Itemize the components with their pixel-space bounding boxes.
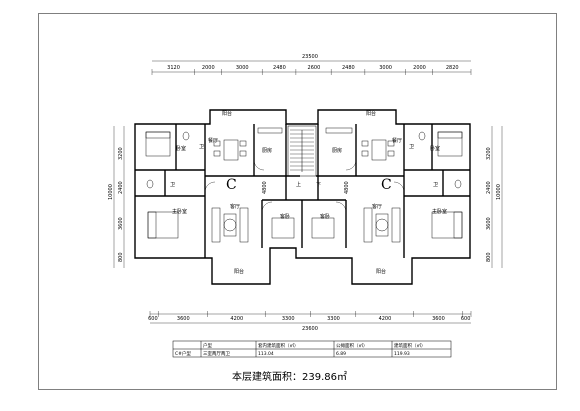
top-dim-segment-label: 2480 bbox=[342, 65, 355, 71]
bottom-dim-segment-label: 3600 bbox=[177, 316, 190, 322]
unit-label-left: C bbox=[226, 177, 237, 193]
top-total-dimension: 23500 bbox=[302, 54, 318, 60]
top-dim-segment-label: 3000 bbox=[236, 65, 249, 71]
top-dimension-chain: 23500 3120 2000 3000 2480 2600 2480 3000 2000 28… bbox=[151, 54, 472, 75]
bottom-dim-segment-label: 4200 bbox=[379, 316, 392, 322]
bottom-dim-segment-label: 600 bbox=[148, 316, 158, 322]
drawing-frame bbox=[38, 13, 557, 390]
bottom-dim-segment-label: 3600 bbox=[432, 316, 445, 322]
room-bath2-left: 卫 bbox=[170, 182, 175, 188]
dining-chair bbox=[213, 140, 221, 147]
room-kitchen-left: 厨房 bbox=[262, 147, 272, 154]
dining-chair bbox=[239, 140, 247, 147]
top-dim-segment-label: 3120 bbox=[167, 65, 180, 71]
bottom-dim-segment-label: 4200 bbox=[230, 316, 243, 322]
total-floor-area: 本层建筑面积：239.86㎡ bbox=[232, 370, 347, 383]
top-dim-segment-label: 3000 bbox=[379, 65, 392, 71]
bottom-dimension-chain: 23600 600 3600 4200 3300 3300 4200 3600 600 bbox=[148, 311, 472, 332]
top-dim-segment-label: 2600 bbox=[308, 65, 321, 71]
room-bedroom-right: 卧室 bbox=[430, 145, 440, 152]
table-header-total-area: 建筑面积（㎡） bbox=[394, 342, 426, 349]
room-study-right: 客卧 bbox=[320, 213, 330, 220]
right-seg-4: 800 bbox=[486, 252, 492, 262]
top-dim-segment-label: 2000 bbox=[202, 65, 215, 71]
room-master-right: 主卧室 bbox=[432, 208, 447, 215]
bottom-dim-segment-label: 3300 bbox=[282, 316, 295, 322]
bottom-dim-segment-label: 600 bbox=[461, 316, 471, 322]
room-living-right: 客厅 bbox=[372, 203, 382, 210]
room-kitchen-right: 厨房 bbox=[332, 147, 342, 154]
dining-chair bbox=[361, 150, 369, 157]
room-living-left: 客厅 bbox=[230, 203, 240, 210]
room-bedroom-left: 卧室 bbox=[176, 145, 186, 152]
bottom-dim-segment-label: 3300 bbox=[327, 316, 340, 322]
dining-chair bbox=[213, 150, 221, 157]
table-header-type: 户型 bbox=[203, 342, 212, 349]
dining-chair bbox=[387, 140, 395, 147]
center-dim-right: 4800 bbox=[344, 181, 350, 194]
stair-down-label: 下 bbox=[316, 182, 321, 188]
room-dining-right: 餐厅 bbox=[392, 137, 402, 144]
top-dim-segment-label: 2000 bbox=[413, 65, 426, 71]
room-balcony-top-left: 阳台 bbox=[222, 110, 232, 117]
room-balcony-top-right: 阳台 bbox=[366, 110, 376, 117]
top-dim-segment-label: 2480 bbox=[273, 65, 286, 71]
top-dim-segment-label: 2820 bbox=[446, 65, 459, 71]
table-cell-unit: C#户型 bbox=[175, 350, 191, 357]
room-balcony-bottom-left: 阳台 bbox=[234, 268, 244, 275]
center-dim-left: 4800 bbox=[262, 181, 268, 194]
table-cell-layout: 三室两厅两卫 bbox=[203, 350, 230, 357]
left-seg-1: 3200 bbox=[118, 147, 124, 160]
room-balcony-bottom-right: 阳台 bbox=[376, 268, 386, 275]
right-outer-dimension: 10000 bbox=[496, 184, 502, 200]
room-study-left: 客卧 bbox=[280, 213, 290, 220]
right-seg-2: 2400 bbox=[486, 181, 492, 194]
area-table: 户型 套内建筑面积（㎡） 公摊面积（㎡） 建筑面积（㎡） C#户型 三室两厅两卫… bbox=[172, 340, 452, 358]
left-seg-2: 2400 bbox=[118, 181, 124, 194]
dining-chair bbox=[361, 140, 369, 147]
table-cell-total-area: 119.93 bbox=[394, 351, 410, 357]
room-bath-right: 卫 bbox=[409, 144, 414, 150]
furniture bbox=[145, 127, 463, 243]
stair-up-label: 上 bbox=[296, 181, 301, 188]
walls bbox=[134, 109, 471, 285]
room-bath-left: 卫 bbox=[199, 144, 204, 150]
table-cell-shared-area: 6.89 bbox=[336, 351, 346, 357]
table-header-shared-area: 公摊面积（㎡） bbox=[336, 342, 368, 349]
bottom-total-dimension: 23600 bbox=[302, 326, 318, 332]
left-seg-4: 800 bbox=[118, 252, 124, 262]
left-outer-dimension: 10000 bbox=[108, 184, 114, 200]
room-master-left: 主卧室 bbox=[172, 208, 187, 215]
unit-label-right: C bbox=[381, 177, 392, 193]
dining-chair bbox=[239, 150, 247, 157]
right-dimension-chain: 3200 2400 3600 800 10000 bbox=[486, 126, 503, 268]
right-seg-3: 3600 bbox=[486, 217, 492, 230]
left-seg-3: 3600 bbox=[118, 217, 124, 230]
table-cell-inner-area: 113.04 bbox=[258, 351, 274, 357]
stairwell bbox=[287, 125, 317, 177]
room-labels: 阳台 阳台 卧室 卧室 餐厅 餐厅 厨房 厨房 卫 卫 卫 卫 主卧室 主卧室 … bbox=[170, 110, 447, 275]
dining-chair bbox=[387, 150, 395, 157]
left-dimension-chain: 10000 3200 2400 3600 800 bbox=[108, 126, 125, 268]
room-bath2-right: 卫 bbox=[433, 182, 438, 188]
room-dining-left: 餐厅 bbox=[208, 137, 218, 144]
table-header-inner-area: 套内建筑面积（㎡） bbox=[258, 342, 299, 349]
right-seg-1: 3200 bbox=[486, 147, 492, 160]
